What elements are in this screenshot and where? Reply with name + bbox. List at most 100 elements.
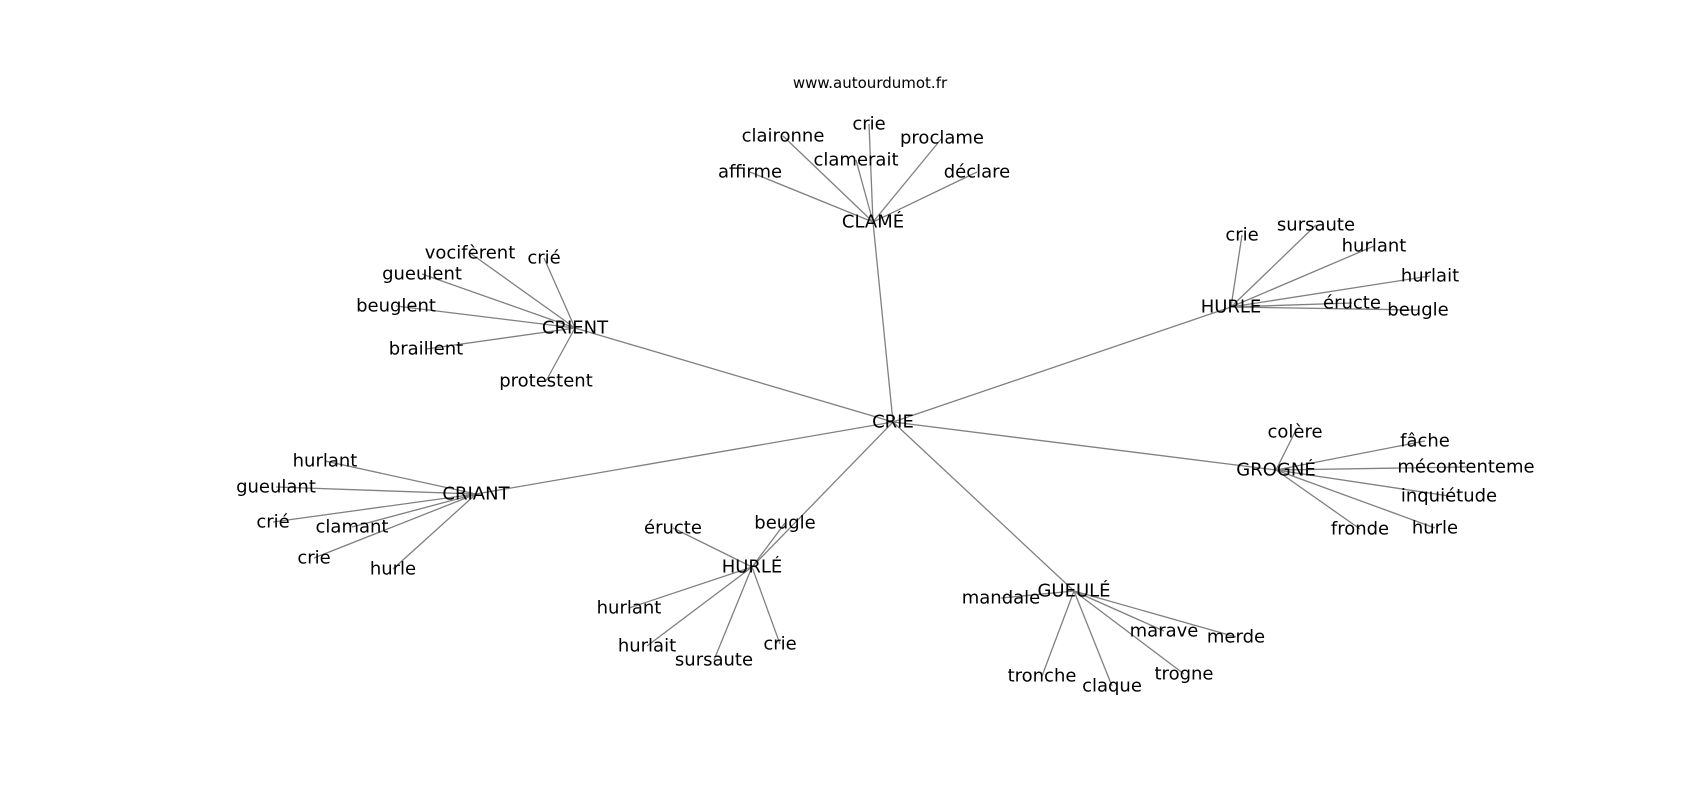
- hub-leaf-edge: [545, 327, 576, 382]
- leaf-node: beuglent: [356, 296, 436, 317]
- hub-leaf-edge: [646, 566, 753, 647]
- hub-node: HURLE: [1201, 297, 1262, 318]
- hub-leaf-edge: [1073, 590, 1185, 675]
- hub-node: GROGNÉ: [1236, 459, 1315, 481]
- center-node: CRIE: [872, 412, 914, 433]
- hub-leaf-edge: [1275, 431, 1296, 471]
- leaf-node: protestent: [499, 371, 593, 392]
- center-hub-edge: [751, 421, 894, 568]
- hub-leaf-edge: [1073, 590, 1165, 632]
- leaf-node: claque: [1082, 676, 1142, 697]
- leaf-node: crie: [852, 114, 885, 135]
- hub-leaf-edge: [1230, 275, 1431, 308]
- hub-leaf-edge: [749, 171, 874, 223]
- leaf-node: fronde: [1331, 519, 1389, 540]
- hub-leaf-edge: [272, 493, 477, 523]
- leaf-node: inquiétude: [1401, 486, 1497, 507]
- leaf-node: crié: [527, 248, 560, 269]
- hub-leaf-edge: [872, 137, 943, 223]
- leaf-node: hurle: [370, 559, 416, 580]
- hub-leaf-edge: [1073, 590, 1113, 687]
- hub-leaf-edge: [421, 273, 576, 329]
- graph-edges: [272, 123, 1467, 687]
- hub-leaf-edge: [1230, 234, 1243, 308]
- hub-leaf-edge: [1230, 245, 1375, 308]
- leaf-node: sursaute: [1277, 215, 1355, 236]
- leaf-node: hurlait: [1401, 266, 1459, 287]
- center-hub-edge: [574, 327, 894, 423]
- leaf-node: beugle: [754, 513, 815, 534]
- hub-node: CRIENT: [542, 318, 609, 339]
- hub-leaf-edge: [351, 493, 477, 528]
- leaf-node: crie: [763, 634, 796, 655]
- hub-leaf-edge: [628, 566, 753, 609]
- leaf-node: déclare: [944, 162, 1011, 183]
- hub-node: HURLÉ: [722, 556, 783, 578]
- hub-leaf-edge: [543, 257, 576, 329]
- hub-leaf-edge: [275, 486, 477, 495]
- leaf-node: sursaute: [675, 650, 753, 671]
- hub-leaf-edge: [751, 566, 781, 645]
- leaf-node: éructe: [1323, 293, 1381, 314]
- hub-node: CRIANT: [442, 484, 510, 505]
- hub-leaf-edge: [324, 460, 477, 495]
- leaf-node: crié: [256, 512, 289, 533]
- site-watermark: www.autourdumot.fr: [793, 74, 948, 92]
- hub-node: CLAMÉ: [842, 211, 904, 233]
- leaf-node: crie: [1225, 225, 1258, 246]
- hub-leaf-edge: [1230, 302, 1353, 308]
- hub-leaf-edge: [855, 159, 874, 223]
- leaf-node: clamerait: [813, 150, 898, 171]
- leaf-node: trogne: [1155, 664, 1214, 685]
- hub-leaf-edge: [1230, 224, 1317, 308]
- hub-leaf-edge: [1275, 469, 1361, 530]
- center-hub-edge: [872, 221, 894, 423]
- leaf-node: marave: [1130, 621, 1199, 642]
- leaf-node: gueulant: [236, 477, 316, 498]
- leaf-node: claironne: [742, 126, 825, 147]
- hub-leaf-edge: [672, 527, 753, 568]
- leaf-node: colère: [1267, 422, 1322, 443]
- hub-node: GUEULÉ: [1037, 580, 1110, 602]
- leaf-node: hurlant: [597, 598, 662, 619]
- hub-leaf-edge: [1041, 590, 1075, 677]
- leaf-node: merde: [1207, 627, 1265, 648]
- leaf-node: proclame: [900, 128, 984, 149]
- center-hub-edge: [892, 421, 1277, 471]
- center-hub-edge: [892, 421, 1075, 592]
- hub-leaf-edge: [392, 493, 477, 570]
- hub-leaf-edge: [1073, 590, 1237, 638]
- leaf-node: clamant: [316, 517, 389, 538]
- leaf-node: hurlant: [1342, 236, 1407, 257]
- leaf-node: crie: [297, 548, 330, 569]
- hub-leaf-edge: [1275, 469, 1436, 529]
- hub-leaf-edge: [751, 522, 786, 568]
- hub-leaf-edge: [425, 327, 576, 350]
- leaf-node: braillent: [389, 339, 463, 360]
- leaf-node: mécontenteme: [1397, 457, 1534, 478]
- hub-leaf-edge: [1000, 590, 1075, 599]
- hub-leaf-edge: [313, 493, 477, 559]
- leaf-node: tronche: [1008, 666, 1077, 687]
- center-hub-edge: [475, 421, 894, 495]
- leaf-node: hurlait: [618, 636, 676, 657]
- leaf-node: hurle: [1412, 518, 1458, 539]
- leaf-node: mandale: [962, 588, 1041, 609]
- leaf-node: fâche: [1400, 431, 1450, 452]
- hub-leaf-edge: [782, 135, 874, 223]
- center-hub-edge: [892, 306, 1232, 423]
- leaf-node: éructe: [644, 518, 702, 539]
- graph-labels: CRIE CLAMÉ clamerait claironne crie proclame a…: [236, 114, 1535, 697]
- hub-leaf-edge: [1230, 306, 1419, 311]
- leaf-node: affirme: [718, 162, 782, 183]
- hub-leaf-edge: [868, 123, 874, 223]
- hub-leaf-edge: [1275, 440, 1426, 471]
- hub-leaf-edge: [713, 566, 753, 661]
- hub-leaf-edge: [872, 171, 978, 223]
- leaf-node: vocifèrent: [425, 243, 516, 264]
- hub-leaf-edge: [1275, 466, 1467, 471]
- leaf-node: beugle: [1387, 300, 1448, 321]
- hub-leaf-edge: [395, 305, 576, 329]
- leaf-node: gueulent: [382, 264, 462, 285]
